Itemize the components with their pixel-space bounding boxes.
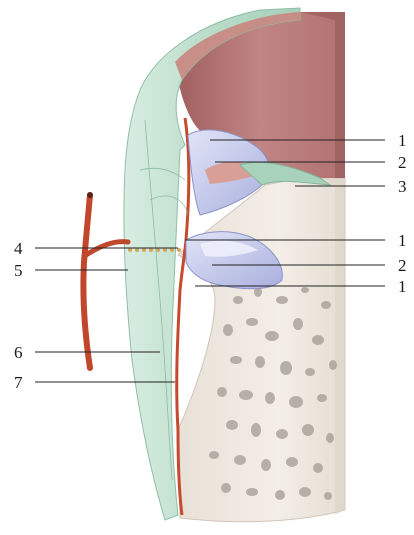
label-6: 6: [14, 343, 23, 362]
label-4: 4: [14, 239, 23, 258]
label-3: 3: [398, 177, 407, 196]
label-1-middle: 1: [398, 231, 407, 250]
label-5: 5: [14, 261, 23, 280]
external-vessel: [83, 192, 128, 368]
label-1-top: 1: [398, 131, 407, 150]
label-2-bottom: 2: [398, 256, 407, 275]
label-7: 7: [14, 373, 23, 392]
label-1-bottom: 1: [398, 277, 407, 296]
label-2-top: 2: [398, 153, 407, 172]
